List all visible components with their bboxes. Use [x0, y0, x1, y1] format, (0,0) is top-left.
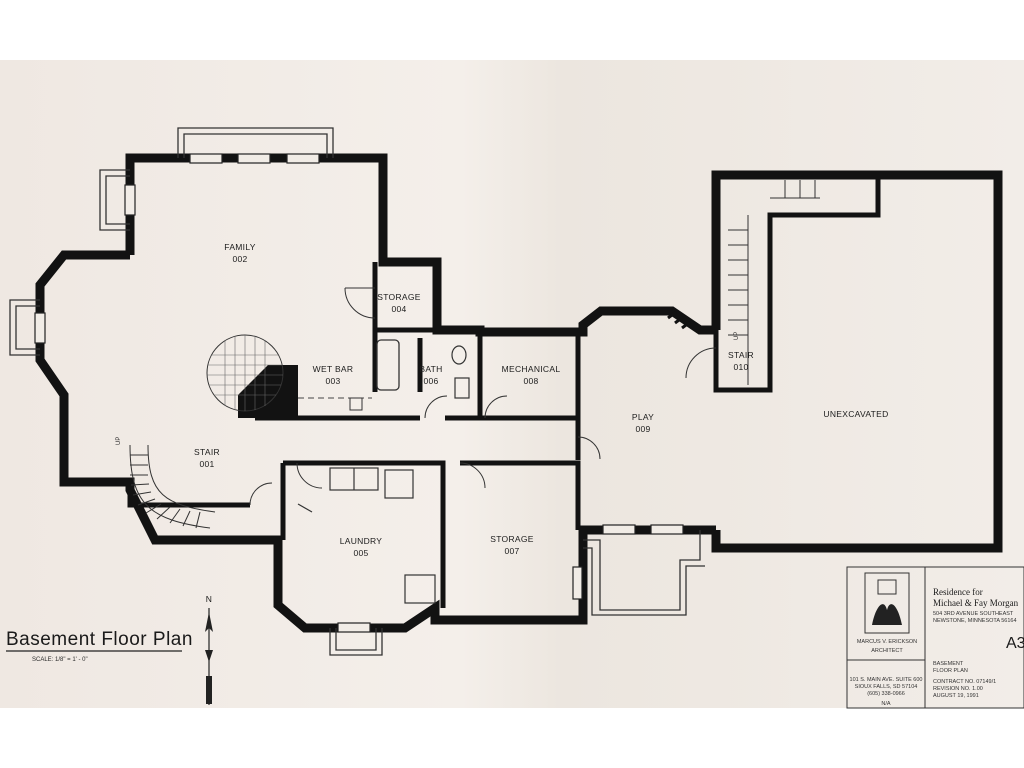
stair-010-up-label: UP — [734, 332, 740, 340]
north-label: N — [206, 594, 212, 604]
room-number-play: 009 — [635, 424, 650, 434]
room-name-play: PLAY — [632, 412, 654, 422]
site-address-1: 504 3RD AVENUE SOUTHEAST — [933, 611, 1014, 617]
drawing-date: AUGUST 19, 1991 — [933, 693, 979, 699]
room-name-storage-007: STORAGE — [490, 534, 534, 544]
drawing-name-1: BASEMENT — [933, 661, 964, 667]
architect-title: ARCHITECT — [871, 648, 903, 654]
plan-title: Basement Floor Plan — [6, 629, 193, 650]
room-number-mechanical: 008 — [523, 376, 538, 386]
blueprint-sheet — [0, 60, 1024, 708]
room-number-storage-007: 007 — [504, 546, 519, 556]
room-name-laundry: LAUNDRY — [340, 536, 383, 546]
room-name-unexcavated: UNEXCAVATED — [823, 409, 888, 419]
architect-logo-icon — [864, 572, 910, 634]
stair-009-steps — [667, 310, 691, 330]
windows — [34, 153, 684, 633]
sink-icon — [454, 377, 470, 399]
office-address-1: 101 S. MAIN AVE. SUITE 600 — [850, 677, 923, 683]
room-name-storage-004: STORAGE — [377, 292, 421, 302]
room-number-bath: 006 — [423, 376, 438, 386]
title-block: MARCUS V. ERICKSON ARCHITECT 101 S. MAIN… — [846, 566, 1024, 709]
room-number-laundry: 005 — [353, 548, 368, 558]
room-name-stair-010: STAIR — [728, 350, 754, 360]
stair-001-up-label: UP — [116, 437, 122, 445]
stair-010-treads — [728, 180, 820, 385]
architect-name: MARCUS V. ERICKSON — [857, 639, 917, 645]
residence-line-2: Michael & Fay Morgan — [933, 598, 1019, 608]
wet-bar-counter — [238, 365, 298, 418]
room-name-stair-001: STAIR — [194, 447, 220, 457]
office-address-2: SIOUX FALLS, SD 57104 — [855, 684, 918, 690]
room-number-wetbar: 003 — [325, 376, 340, 386]
room-name-family: FAMILY — [224, 242, 255, 252]
sheet-number: A3 — [1006, 635, 1024, 652]
north-arrow: N — [205, 594, 213, 705]
revision-number: REVISION NO. 1.00 — [933, 686, 983, 692]
office-phone: (605) 338-0966 — [867, 691, 905, 697]
room-name-mechanical: MECHANICAL — [502, 364, 561, 374]
residence-line-1: Residence for — [933, 587, 983, 597]
window-wells — [9, 127, 705, 656]
round-table-pattern — [207, 335, 283, 411]
laundry-fixtures — [297, 467, 436, 604]
stair-001-treads — [129, 444, 216, 529]
room-name-bath: BATH — [419, 364, 442, 374]
door-swings — [249, 287, 717, 506]
toilet-icon — [451, 345, 467, 365]
na-label: N/A — [881, 701, 891, 707]
drawing-name-2: FLOOR PLAN — [933, 668, 968, 674]
room-number-storage-004: 004 — [391, 304, 406, 314]
room-name-wetbar: WET BAR — [313, 364, 354, 374]
site-address-2: NEWSTONE, MINNESOTA 56164 — [933, 618, 1017, 624]
room-number-family: 002 — [232, 254, 247, 264]
room-labels: FAMILY 002 STORAGE 004 WET BAR 003 BATH … — [194, 242, 888, 558]
room-number-stair-001: 001 — [199, 459, 214, 469]
contract-number: CONTRACT NO. 07149/1 — [933, 679, 996, 685]
exterior-walls — [35, 153, 1003, 633]
room-number-stair-010: 010 — [733, 362, 748, 372]
plan-scale: SCALE: 1/8" = 1' - 0" — [32, 657, 88, 663]
bathtub-icon — [376, 339, 400, 391]
bar-sink-icon — [349, 397, 363, 411]
